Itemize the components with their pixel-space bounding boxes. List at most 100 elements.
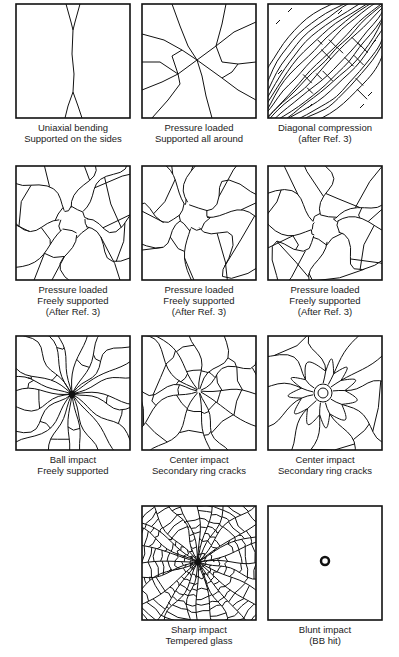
crack-line — [176, 395, 187, 409]
crack-line — [309, 242, 349, 280]
panel-caption: Ball impact — [11, 454, 135, 465]
crack-line — [57, 348, 64, 350]
crack-line — [213, 559, 214, 561]
crack-line — [173, 605, 188, 609]
crack-line — [197, 22, 256, 60]
crack-line — [222, 517, 229, 521]
crack-line — [186, 604, 196, 606]
crack-line — [19, 185, 31, 226]
crack-line — [200, 526, 207, 528]
fracture-panel — [104, 296, 294, 485]
crack-line — [359, 208, 362, 218]
crack-group — [268, 166, 382, 280]
crack-line — [291, 377, 305, 388]
crack-line — [360, 225, 374, 269]
fracture-panel — [253, 0, 395, 133]
crack-line — [204, 564, 206, 566]
crack-line — [73, 396, 130, 450]
crack-line — [148, 562, 151, 578]
crack-line — [294, 398, 307, 414]
crack-line — [184, 564, 186, 567]
panel-caption: Diagonal compression — [263, 122, 387, 133]
crack-line — [296, 166, 334, 215]
crack-line — [188, 595, 196, 597]
crack-line — [181, 576, 184, 579]
crack-line — [201, 217, 211, 230]
crack-line — [200, 507, 256, 560]
crack-line — [51, 439, 70, 440]
crack-line — [175, 556, 178, 562]
crack-line — [224, 590, 230, 597]
crack-line — [199, 546, 201, 547]
crack-line — [184, 594, 188, 596]
panel-caption: Tempered glass — [137, 635, 261, 646]
crack-line — [142, 196, 179, 236]
glass-pane — [142, 4, 256, 118]
panel-border — [142, 506, 256, 620]
crack-line — [157, 544, 161, 549]
impact-point — [69, 391, 76, 398]
crack-line — [168, 520, 184, 534]
panel-caption: (after Ref. 3) — [263, 133, 387, 144]
crack-line — [217, 375, 223, 391]
crack-line — [217, 391, 221, 403]
crack-line — [248, 609, 256, 620]
crack-line — [368, 181, 382, 222]
crack-line — [210, 565, 212, 568]
crack-line — [268, 4, 382, 118]
crack-line — [228, 612, 239, 618]
crack-line — [168, 506, 197, 559]
crack-line — [210, 613, 226, 617]
crack-line — [153, 365, 166, 396]
crack-line — [165, 549, 167, 551]
crack-line — [105, 177, 122, 228]
crack-line — [203, 565, 204, 567]
crack-line — [341, 379, 356, 390]
crack-line — [214, 581, 220, 584]
panel-caption: Center impact — [137, 454, 261, 465]
fracture-panel — [142, 4, 256, 118]
panel-border — [268, 4, 382, 118]
crack-line — [172, 4, 197, 60]
crack-line — [307, 409, 320, 425]
crack-line — [268, 5, 382, 118]
crack-line — [66, 4, 73, 30]
crack-line — [274, 166, 298, 194]
crack-line — [196, 576, 199, 577]
crack-line — [187, 609, 196, 612]
crack-line — [189, 336, 209, 389]
crack-line — [207, 210, 256, 235]
panel-caption: Center impact — [263, 454, 387, 465]
fracture-panel — [16, 4, 130, 118]
crack-line — [71, 206, 82, 212]
crack-line — [192, 589, 197, 591]
crack-line — [40, 421, 50, 428]
crack-line — [185, 229, 198, 280]
crack-line — [274, 10, 382, 118]
crack-line — [208, 541, 212, 546]
crack-line — [73, 4, 80, 30]
impact-mark — [321, 557, 329, 565]
panel-border — [142, 4, 256, 118]
crack-line — [353, 424, 369, 440]
crack-line — [190, 572, 192, 576]
crack-line — [152, 395, 156, 405]
crack-line — [188, 526, 190, 528]
crack-line — [204, 431, 211, 435]
crack-line — [224, 567, 227, 575]
crack-line — [308, 336, 333, 383]
crack-line — [152, 74, 180, 118]
crack-line — [219, 166, 256, 196]
crack-line — [372, 40, 376, 44]
crack-line — [237, 601, 248, 611]
crack-line — [63, 229, 77, 233]
crack-line — [210, 537, 216, 538]
crack-line — [327, 233, 343, 245]
crack-line — [59, 220, 61, 231]
crack-line — [77, 359, 90, 367]
crack-line — [331, 336, 382, 387]
crack-line — [201, 371, 208, 373]
crack-line — [216, 530, 219, 533]
glass-pane — [268, 506, 382, 620]
crack-line — [151, 518, 158, 526]
